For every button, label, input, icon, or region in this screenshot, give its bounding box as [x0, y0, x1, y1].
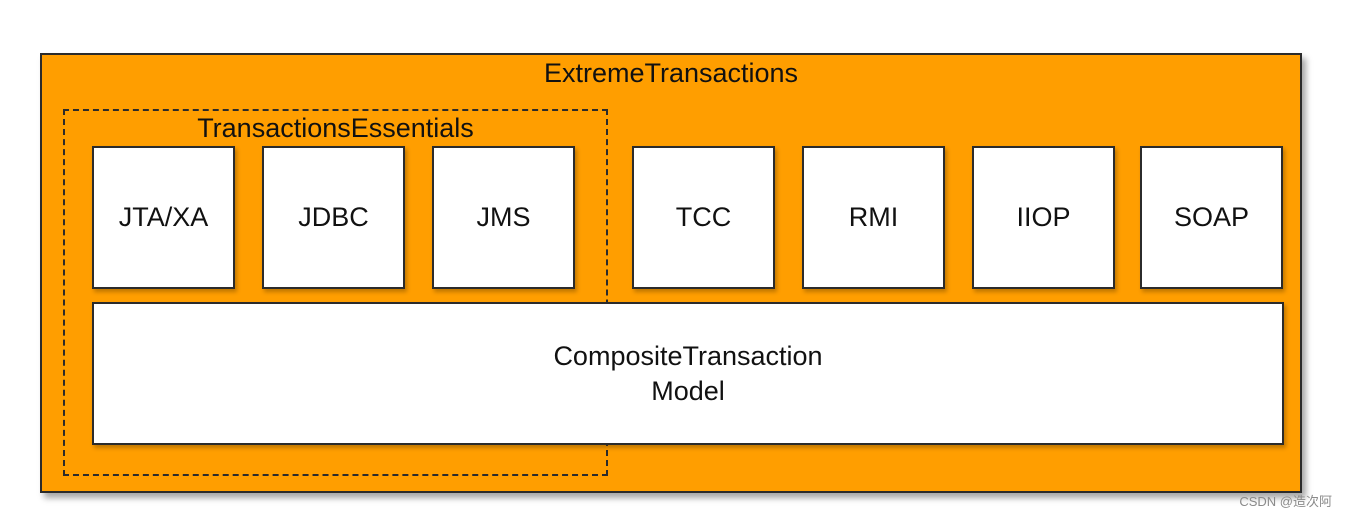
watermark: CSDN @造次阿: [1239, 494, 1332, 509]
module-soap: SOAP: [1140, 146, 1283, 289]
composite-transaction-model: CompositeTransaction Model: [92, 302, 1284, 445]
extreme-transactions-title: ExtremeTransactions: [543, 58, 799, 88]
transactions-essentials-group: TransactionsEssentials: [63, 109, 608, 476]
composite-transaction-line2: Model: [651, 375, 725, 406]
extreme-transactions-container: ExtremeTransactions TransactionsEssentia…: [40, 53, 1302, 493]
module-rmi: RMI: [802, 146, 945, 289]
module-tcc: TCC: [632, 146, 775, 289]
composite-transaction-line1: CompositeTransaction: [553, 340, 823, 371]
transactions-essentials-title: TransactionsEssentials: [197, 113, 474, 143]
module-jta-xa: JTA/XA: [92, 146, 235, 289]
module-jdbc: JDBC: [262, 146, 405, 289]
module-iiop: IIOP: [972, 146, 1115, 289]
module-jms: JMS: [432, 146, 575, 289]
